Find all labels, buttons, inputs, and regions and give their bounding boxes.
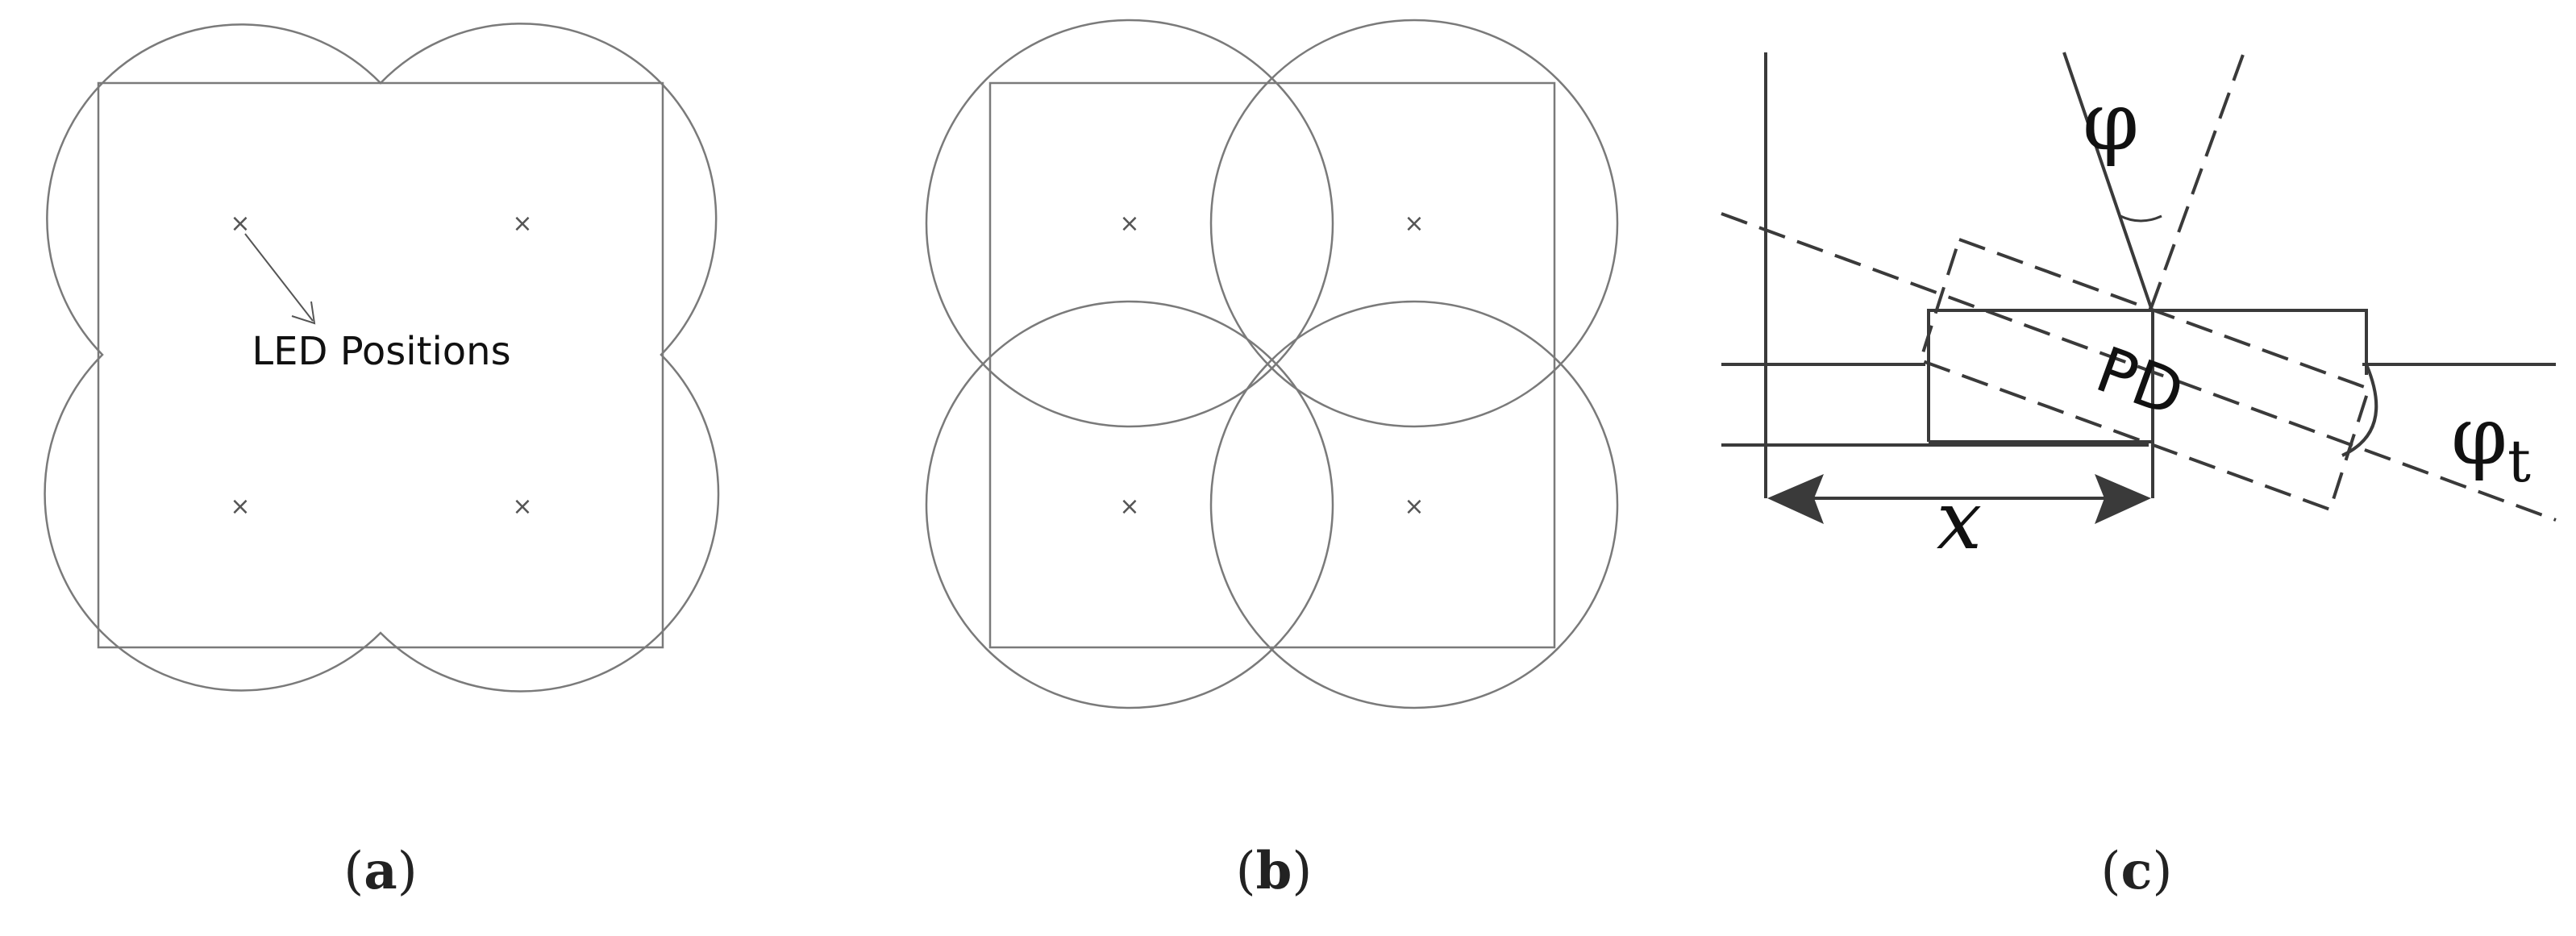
phi-angle-arc [2120, 214, 2162, 223]
panel-c [1721, 52, 2556, 498]
room-square-b [988, 81, 1556, 649]
led-markers-b: × × × × [1119, 210, 1424, 521]
tilted-plane-upper [1721, 212, 2557, 522]
led-marker: × [1119, 210, 1139, 238]
coverage-circle [925, 19, 1334, 428]
panel-a [44, 23, 720, 693]
caption-a: (a) [343, 841, 417, 901]
tilted-pd-rect [1918, 237, 2371, 512]
surface-normal [2149, 52, 2245, 309]
panel-c-dashed [1721, 52, 2557, 522]
led-marker: × [1404, 210, 1424, 238]
annotation-arrow-a [244, 233, 316, 325]
led-markers-a: × × × × [230, 210, 532, 521]
led-marker: × [1404, 493, 1424, 521]
caption-c: (c) [2101, 841, 2173, 901]
coverage-circle [925, 300, 1334, 709]
x-arrowhead-right [2095, 474, 2151, 524]
pd-label: PD [2087, 334, 2192, 431]
led-positions-label: LED Positions [252, 329, 510, 374]
panel-b [925, 19, 1619, 709]
incident-ray [2062, 52, 2153, 309]
phi-t-label: φt [2451, 389, 2531, 495]
pd-housing [1927, 309, 2368, 442]
caption-b: (b) [1236, 841, 1313, 901]
coverage-circle [1209, 19, 1619, 428]
tilt-angle-arc [2341, 364, 2378, 457]
led-marker: × [230, 210, 250, 238]
led-marker: × [512, 493, 532, 521]
phi-label: φ [2083, 74, 2139, 168]
led-marker: × [512, 210, 532, 238]
x-arrowhead-left [1767, 474, 1824, 524]
coverage-circle [1209, 300, 1619, 709]
coverage-contour-a [44, 23, 720, 693]
x-dimension [1767, 474, 2151, 524]
led-marker: × [1119, 493, 1139, 521]
room-square-a [97, 81, 664, 649]
led-marker: × [230, 493, 250, 521]
x-label: x [1937, 473, 1982, 568]
